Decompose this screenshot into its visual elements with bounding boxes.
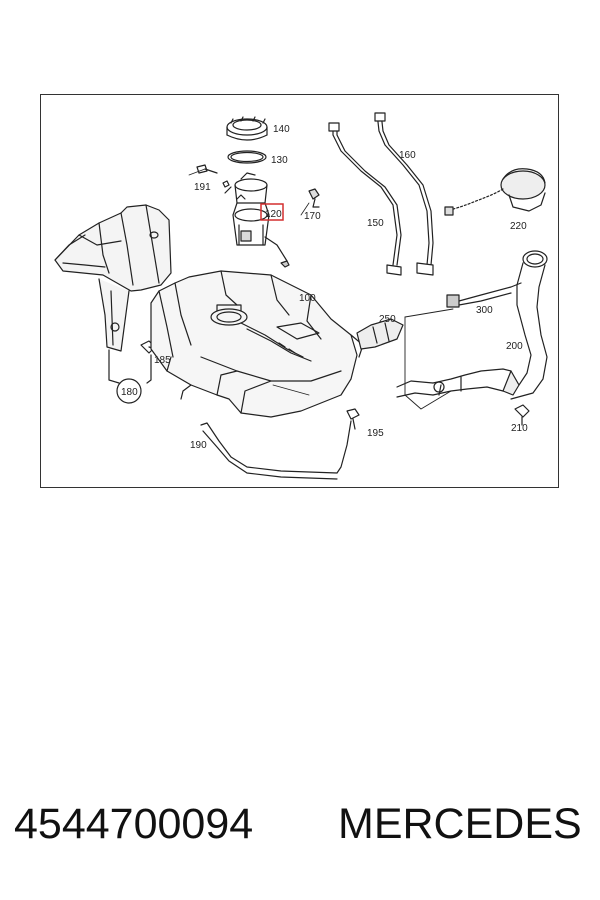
exploded-view: 140 130 191 120 170 150 160 220 100 300 …: [54, 112, 548, 480]
callout-140: 140: [273, 124, 290, 135]
callout-160: 160: [399, 150, 416, 161]
callout-190: 190: [190, 440, 207, 451]
callout-250: 250: [379, 314, 396, 325]
fuel-tank-part: [150, 270, 364, 418]
callout-100: 100: [299, 293, 316, 304]
callout-170: 170: [304, 211, 321, 222]
clip-191-part: [196, 164, 230, 188]
brand-name: MERCEDES: [338, 800, 582, 848]
callout-210: 210: [511, 423, 528, 434]
fuel-line-160-part: [374, 112, 434, 276]
bolt-210-part: [514, 404, 530, 426]
callout-191: 191: [194, 182, 211, 193]
heat-shield-part: [54, 204, 172, 352]
strap-190-part: [200, 420, 352, 480]
callout-130: 130: [271, 155, 288, 166]
callout-circle-180: [116, 378, 142, 404]
cable-tie-300-part: [446, 282, 522, 308]
fuel-pump-part: [224, 172, 290, 268]
parts-diagram: 140 130 191 120 170 150 160 220 100 300 …: [40, 94, 559, 488]
valve-170-part: [308, 188, 320, 208]
callout-220: 220: [510, 221, 527, 232]
callout-185: 185: [154, 355, 171, 366]
fuel-line-150-part: [328, 122, 402, 276]
highlight-box: [260, 203, 284, 221]
fuel-cap-220-part: [444, 168, 546, 216]
locking-ring-140-part: [226, 116, 268, 141]
callout-180: 180: [121, 387, 138, 398]
seal-130-part: [227, 150, 267, 164]
callout-150: 150: [367, 218, 384, 229]
part-number: 4544700094: [14, 800, 254, 848]
callout-300: 300: [476, 305, 493, 316]
callout-195: 195: [367, 428, 384, 439]
callout-120: 120: [265, 209, 282, 220]
hose-250-part: [356, 318, 404, 350]
clip-195-part: [346, 408, 360, 430]
callout-200: 200: [506, 341, 523, 352]
filler-neck-200-part: [396, 250, 548, 400]
